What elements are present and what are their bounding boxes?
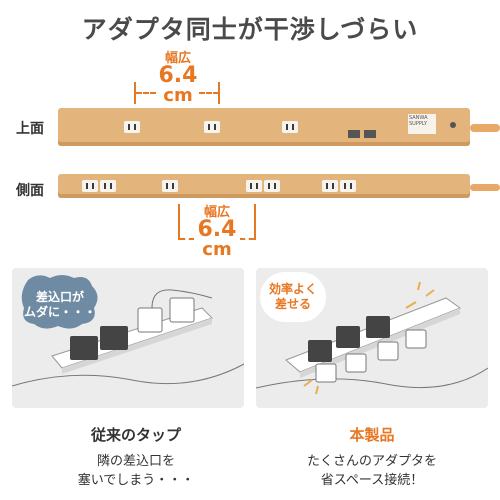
measure-value: 6.4 [197, 217, 237, 242]
speech-bubble-right-text: 効率よく 差せる [268, 282, 317, 311]
outlet [124, 121, 140, 133]
speech-bubble-left [21, 275, 98, 329]
power-cord [470, 184, 500, 191]
outlet [340, 180, 356, 192]
measure-tick-right [254, 204, 256, 240]
speech-bubble-left-text: 差込口が ムダに・・・ [23, 290, 96, 319]
product-description: たくさんのアダプタを 省スペース接続！ [306, 454, 437, 488]
measure-unit: cm [202, 239, 232, 260]
usb-port [364, 130, 376, 138]
measure-tick-right [218, 82, 220, 104]
measure-dash-left [180, 238, 194, 240]
measure-tick-left [178, 204, 180, 240]
conventional-title: 従来のタップ [90, 426, 181, 444]
brand-label: SANWA SUPPLY [408, 114, 436, 134]
measure-value: 6.4 [158, 63, 198, 88]
product-title: 本製品 [349, 426, 395, 444]
power-strip-side-view [58, 174, 470, 198]
conventional-description: 隣の差込口を 塞いでしまう・・・ [77, 454, 195, 488]
measure-label: 幅広 [203, 205, 230, 220]
outlet [100, 180, 116, 192]
power-cord [470, 124, 500, 132]
measure-tick-left [134, 82, 136, 104]
measure-dash-right [240, 238, 254, 240]
page-title: アダプタ同士が干渉しづらい [81, 15, 419, 44]
measure-dash-right [199, 92, 219, 94]
speech-bubble-right [260, 272, 326, 322]
side-measure: 幅広 6.4 cm [186, 206, 248, 259]
usb-port [348, 130, 360, 138]
indicator-light [450, 122, 456, 128]
outlet [264, 180, 280, 192]
measure-dash-left [136, 92, 156, 94]
conventional-illustration [12, 289, 244, 387]
outlet [82, 180, 98, 192]
outlet [162, 180, 178, 192]
outlet [322, 180, 338, 192]
top-measure: 幅広 6.4 cm [146, 52, 210, 105]
measure-unit: cm [163, 85, 193, 106]
view-label-top: 上面 [16, 121, 44, 137]
product-illustration [256, 281, 488, 395]
measure-label: 幅広 [164, 51, 191, 66]
outlet [282, 121, 298, 133]
view-label-side: 側面 [16, 183, 44, 199]
power-strip-top-view: SANWA SUPPLY [58, 108, 470, 146]
outlet [204, 121, 220, 133]
outlet [246, 180, 262, 192]
